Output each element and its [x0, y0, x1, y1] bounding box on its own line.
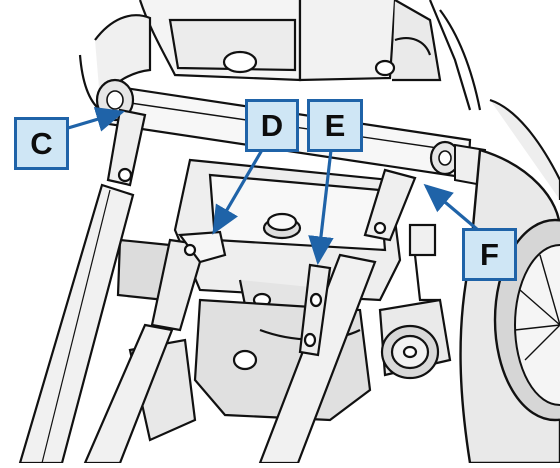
callout-c-text: C: [30, 126, 53, 161]
callout-c: C: [14, 117, 69, 170]
middle-right-strut: [258, 253, 377, 465]
callout-e-text: E: [324, 108, 346, 143]
arrow-e: [308, 149, 334, 266]
callout-f: F: [462, 228, 517, 281]
callout-d-text: D: [260, 108, 284, 143]
callout-d: D: [245, 99, 299, 152]
arrow-c: [67, 107, 126, 132]
callout-e: E: [307, 99, 363, 152]
rear-wheel: [459, 148, 560, 465]
leader-arrows: [67, 107, 480, 266]
callout-f-text: F: [480, 237, 499, 272]
middle-left-strut: [83, 230, 227, 465]
arrow-d: [212, 149, 264, 235]
right-upper-link: [363, 168, 417, 242]
left-strut: [18, 108, 147, 465]
arrow-f: [423, 183, 480, 232]
